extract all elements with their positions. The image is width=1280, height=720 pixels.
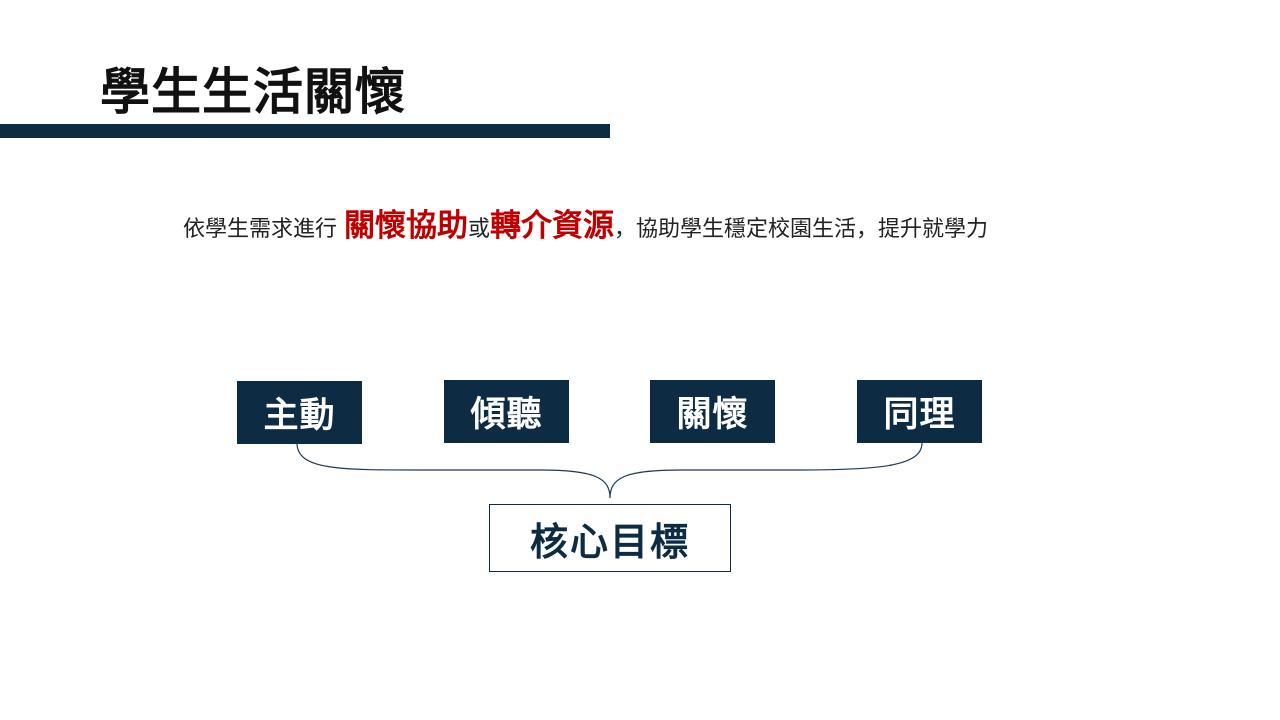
value-box-listen: 傾聽 (444, 380, 569, 443)
value-box-care: 關懷 (650, 380, 775, 443)
description-highlight-referral: 轉介資源 (490, 208, 615, 244)
description-line: 依學生需求進行 關懷協助或轉介資源，協助學生穩定校園生活，提升就學力 (183, 204, 988, 252)
description-highlight-care: 關懷協助 (344, 208, 468, 244)
core-goal-box: 核心目標 (489, 504, 731, 572)
slide-title: 學生生活關懷 (100, 63, 406, 121)
value-box-proactive: 主動 (237, 381, 362, 444)
description-prefix: 依學生需求進行 (183, 217, 344, 242)
value-box-empathy: 同理 (857, 380, 982, 443)
description-suffix: ，協助學生穩定校園生活，提升就學力 (614, 217, 989, 242)
description-middle: 或 (468, 217, 491, 242)
title-underline-bar (0, 124, 610, 138)
